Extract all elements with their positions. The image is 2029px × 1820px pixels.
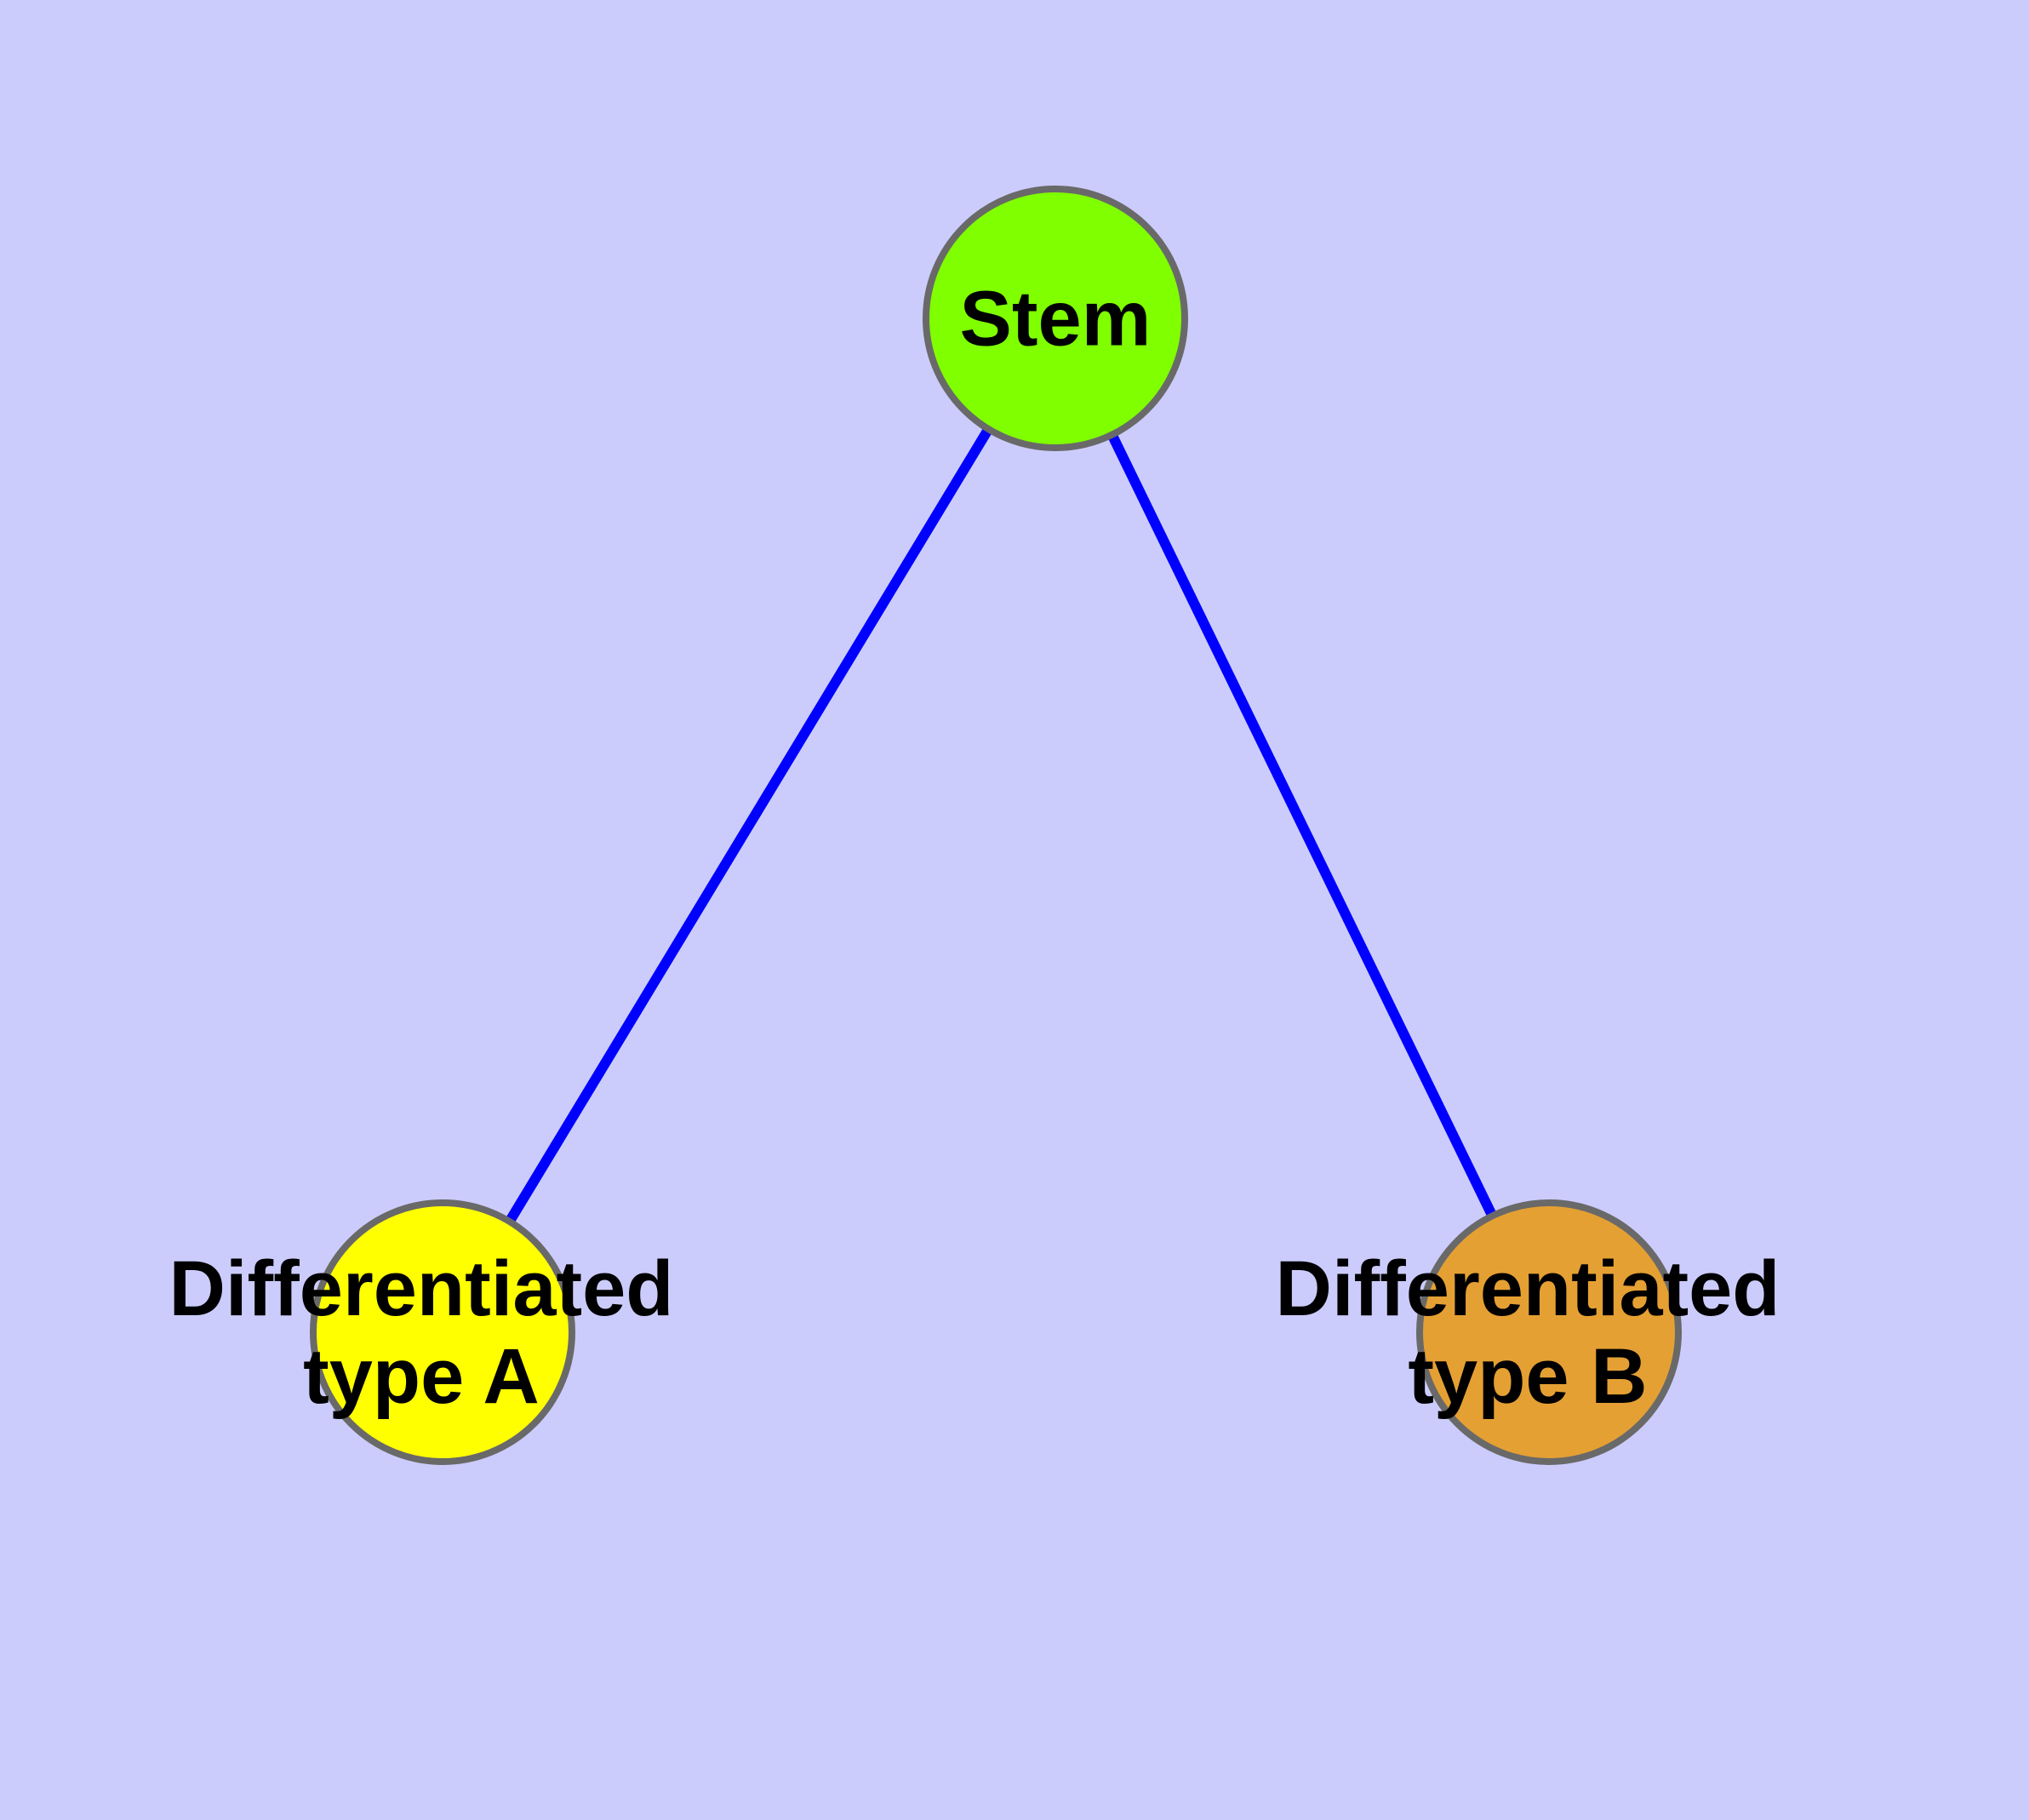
graph-node-diff-a[interactable] (310, 1199, 575, 1465)
graph-node-label-line: Differentiated (169, 1245, 674, 1332)
graph-node-diff-b[interactable] (1416, 1199, 1682, 1465)
graph-node-label-line: Stem (960, 275, 1152, 362)
edges-layer (437, 315, 1554, 1336)
graph-edge[interactable] (437, 315, 1060, 1336)
graph-node-label-line: Differentiated (1276, 1245, 1780, 1332)
graph-node-label-stem: Stem (960, 275, 1152, 362)
graph-node-label-line: type B (1408, 1333, 1647, 1420)
graph-edge[interactable] (1050, 316, 1554, 1335)
nodes-layer (310, 186, 1682, 1465)
graph-node-label-line: type A (303, 1333, 540, 1420)
graph-node-stem[interactable] (923, 186, 1188, 451)
